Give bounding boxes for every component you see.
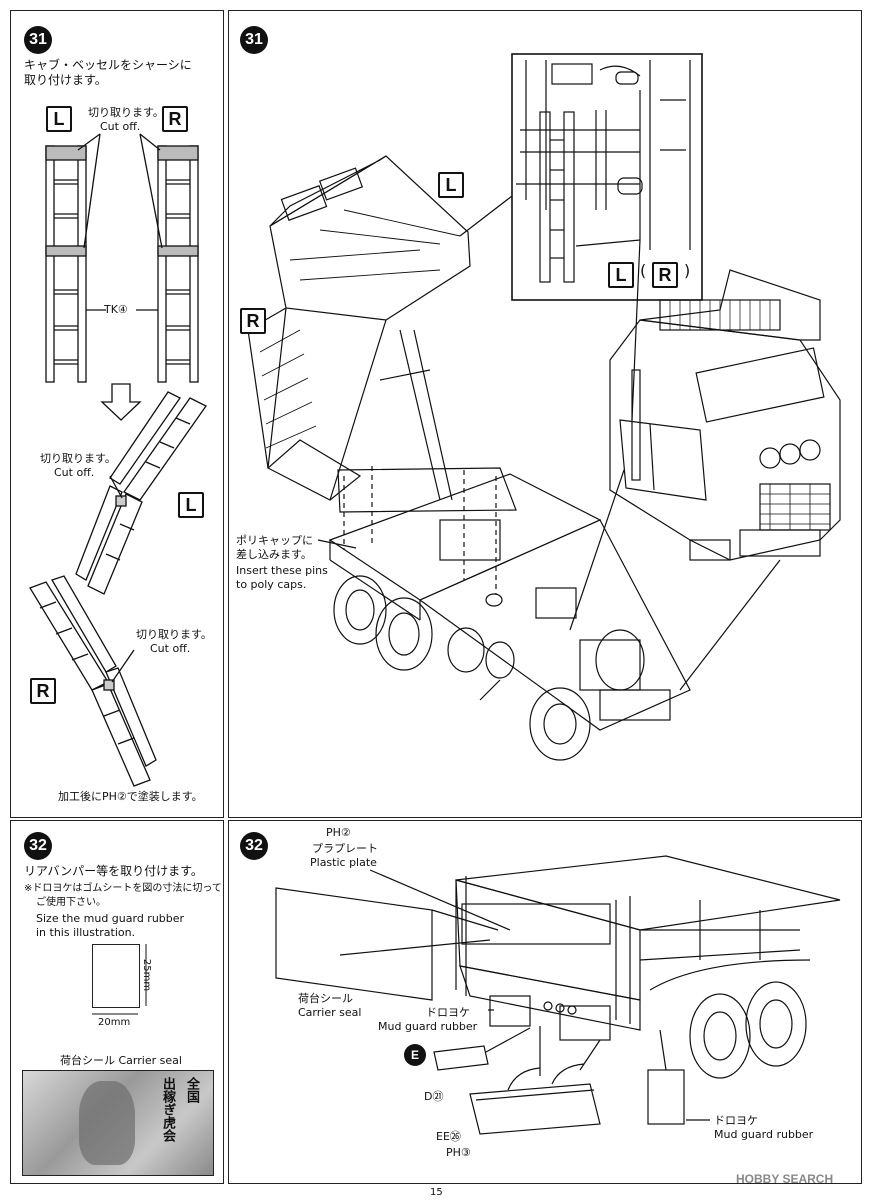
- step32-number: 32: [24, 832, 52, 860]
- step32-note-en-2: in this illustration.: [36, 926, 136, 939]
- plate-jp: プラプレート: [312, 842, 378, 855]
- step31-title-line2: 取り付けます。: [24, 73, 107, 87]
- mud-guard-size-diagram: [92, 944, 140, 1008]
- carrier-seal-image: 全国 出稼ぎ虎会: [22, 1070, 214, 1176]
- inset-paren-open: (: [640, 261, 647, 280]
- label-r-badge: R: [162, 106, 188, 132]
- part-e-badge: E: [404, 1044, 426, 1066]
- inset-paren-close: ): [684, 261, 691, 280]
- paint-note: 加工後にPH②で塗装します。: [58, 790, 203, 803]
- plate-en: Plastic plate: [310, 856, 377, 869]
- carrier-seal-en: Carrier seal: [298, 1006, 362, 1019]
- step32-main-number: 32: [240, 832, 268, 860]
- mud-guard-en-2: Mud guard rubber: [714, 1128, 814, 1141]
- cut-off-jp-1: 切り取ります。: [88, 106, 164, 119]
- step32-note-en-1: Size the mud guard rubber: [36, 912, 185, 925]
- seal-illustration: [79, 1081, 135, 1165]
- polycap-en-2: to poly caps.: [236, 578, 307, 591]
- step32-main-panel: [228, 820, 862, 1184]
- watermark: HOBBY SEARCH: [736, 1172, 834, 1186]
- cut-off-en-2: Cut off.: [54, 466, 95, 479]
- step31-main-number: 31: [240, 26, 268, 54]
- polycap-jp-1: ポリキャップに: [236, 534, 313, 547]
- vessel-label-l: L: [438, 172, 464, 198]
- seal-text-2: 出稼ぎ虎会: [160, 1077, 175, 1142]
- vessel-label-r: R: [240, 308, 266, 334]
- step32-note-jp-1: ※ドロヨケはゴムシートを図の寸法に切って: [24, 883, 222, 894]
- label-l-badge-2: L: [178, 492, 204, 518]
- cut-off-en-1: Cut off.: [100, 120, 141, 133]
- step32-note-jp-2: ご使用下さい。: [36, 897, 106, 908]
- polycap-jp-2: 差し込みます。: [236, 548, 312, 561]
- carrier-seal-jp: 荷台シール: [298, 992, 353, 1005]
- mud-guard-en-1: Mud guard rubber: [378, 1020, 478, 1033]
- label-l-badge: L: [46, 106, 72, 132]
- part-ee26: EE㉖: [436, 1130, 461, 1143]
- step31-left-panel: [10, 10, 224, 818]
- inset-label-r: R: [652, 262, 678, 288]
- label-r-badge-2: R: [30, 678, 56, 704]
- cut-off-jp-3: 切り取ります。: [136, 628, 212, 641]
- part-tk4-label: TK④: [104, 303, 128, 316]
- step31-main-panel: [228, 10, 862, 818]
- step32-left-panel: [10, 820, 224, 1184]
- step31-title-line1: キャブ・ベッセルをシャーシに: [24, 58, 192, 72]
- cut-off-jp-2: 切り取ります。: [40, 452, 116, 465]
- seal-text-1: 全国: [184, 1077, 199, 1103]
- page-number: 15: [430, 1187, 443, 1198]
- step31-number: 31: [24, 26, 52, 54]
- mud-guard-jp-1: ドロヨケ: [426, 1006, 470, 1019]
- part-d21: D㉑: [424, 1090, 444, 1103]
- polycap-en-1: Insert these pins: [236, 564, 328, 577]
- inset-label-l: L: [608, 262, 634, 288]
- dim-width: 20mm: [98, 1017, 131, 1028]
- mud-guard-jp-2: ドロヨケ: [714, 1114, 758, 1127]
- cut-off-en-3: Cut off.: [150, 642, 191, 655]
- plate-part: PH②: [326, 826, 351, 839]
- carrier-seal-caption: 荷台シール Carrier seal: [60, 1054, 182, 1067]
- part-ph3: PH③: [446, 1146, 471, 1159]
- step32-title: リアバンパー等を取り付けます。: [24, 864, 203, 878]
